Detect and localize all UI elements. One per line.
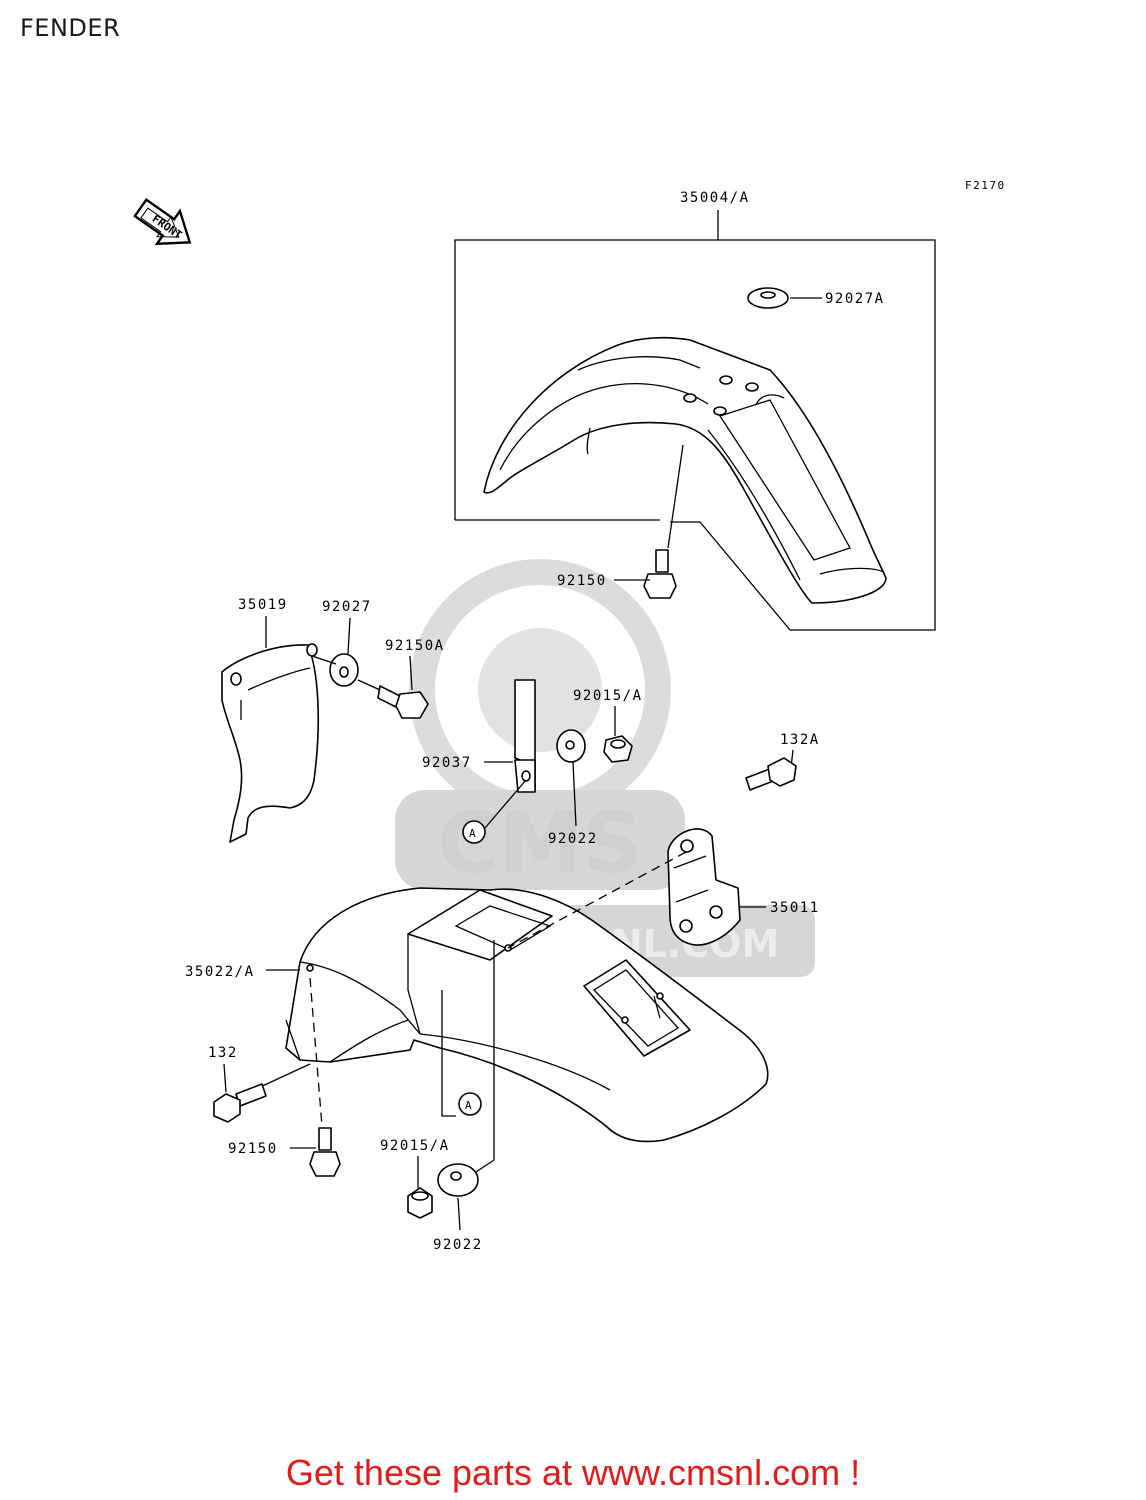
front-fender-group-box (454, 239, 936, 631)
washer-92027-icon (329, 653, 359, 687)
part-label-92022-lower: 92022 (433, 1237, 483, 1253)
part-label-92015a-upper: 92015/A (573, 688, 643, 704)
grommet-92027a-icon (747, 287, 789, 309)
ref-mark-a-2 (458, 1092, 482, 1116)
part-label-92150-lower: 92150 (228, 1141, 278, 1157)
part-label-92150-front: 92150 (557, 573, 607, 589)
svg-text:CMS: CMS (437, 794, 643, 892)
buy-parts-link[interactable]: Get these parts at www.cmsnl.com ! (285, 1452, 861, 1493)
part-label-132: 132 (208, 1045, 238, 1061)
part-label-92150a: 92150A (385, 638, 445, 654)
part-label-132a: 132A (780, 732, 820, 748)
ref-mark-a-1 (462, 820, 486, 844)
figure-code: F2170 (965, 179, 1006, 192)
bolt-92150a-icon (377, 685, 429, 719)
nut-92015a-lower-icon (407, 1187, 433, 1219)
part-label-35004a: 35004/A (680, 190, 750, 206)
bracket-35011 (667, 828, 741, 946)
part-label-92022-upper: 92022 (548, 831, 598, 847)
part-label-35019: 35019 (238, 597, 288, 613)
front-arrow-icon: FRONT (133, 198, 192, 246)
part-label-92015a-lower: 92015/A (380, 1138, 450, 1154)
bolt-92150-lower-icon (309, 1127, 341, 1177)
strap-92037 (514, 679, 536, 793)
mud-flap-35019 (221, 643, 320, 843)
bolt-132a-icon (745, 757, 797, 791)
bolt-92150-front-icon (643, 549, 677, 599)
nut-92015a-upper-icon (603, 735, 633, 763)
part-label-92027a: 92027A (825, 291, 885, 307)
washer-92022-upper-icon (556, 729, 586, 763)
ref-mark-a-2-label: A (465, 1099, 473, 1112)
part-label-92037: 92037 (422, 755, 472, 771)
ref-mark-a-1-label: A (469, 827, 477, 840)
part-label-35011: 35011 (770, 900, 820, 916)
part-label-92027: 92027 (322, 599, 372, 615)
page-title: FENDER (20, 14, 121, 42)
part-label-35022a: 35022/A (185, 964, 255, 980)
rear-fender (285, 887, 769, 1143)
front-fender (483, 336, 887, 604)
bolt-132-icon (213, 1083, 267, 1123)
washer-92022-lower-icon (437, 1163, 479, 1197)
